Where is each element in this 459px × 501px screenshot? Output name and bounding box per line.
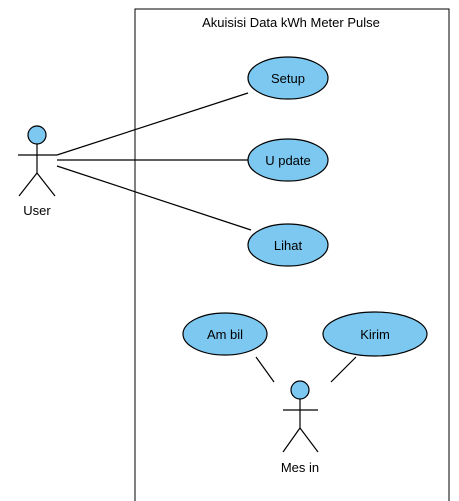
- use-case-setup-label: Setup: [271, 71, 305, 86]
- use-case-setup[interactable]: Setup: [247, 56, 329, 100]
- use-case-ambil[interactable]: Am bil: [182, 312, 268, 356]
- actor-mesin-leg-right: [299, 427, 319, 453]
- use-case-kirim[interactable]: Kirim: [322, 311, 428, 357]
- use-case-lihat[interactable]: Lihat: [247, 223, 329, 267]
- use-case-update-ellipse: [247, 138, 329, 182]
- association-user-setup: [56, 92, 249, 156]
- system-boundary: [134, 8, 450, 501]
- use-case-lihat-ellipse: [247, 223, 329, 267]
- actor-user[interactable]: User: [18, 125, 57, 218]
- actor-user-leg-left: [18, 172, 38, 197]
- use-case-ambil-ellipse: [182, 312, 268, 356]
- use-case-kirim-ellipse: [322, 311, 428, 357]
- association-mesin-kirim: [330, 356, 357, 383]
- actor-user-leg-right: [36, 172, 56, 197]
- actor-mesin-leg-left: [282, 427, 301, 453]
- use-case-ambil-label: Am bil: [207, 327, 243, 342]
- actor-user-label: User: [23, 203, 51, 218]
- use-case-update[interactable]: U pdate: [247, 138, 329, 182]
- association-mesin-ambil: [255, 356, 275, 383]
- actor-mesin[interactable]: Mes in: [281, 380, 319, 475]
- use-case-update-label: U pdate: [265, 153, 311, 168]
- system-title: Akuisisi Data kWh Meter Pulse: [202, 15, 380, 30]
- use-case-kirim-label: Kirim: [360, 327, 390, 342]
- use-case-lihat-label: Lihat: [274, 238, 303, 253]
- actor-mesin-head: [290, 380, 310, 400]
- use-case-setup-ellipse: [247, 56, 329, 100]
- association-user-lihat: [56, 165, 252, 231]
- actor-mesin-label: Mes in: [281, 460, 319, 475]
- actor-user-head: [27, 125, 47, 145]
